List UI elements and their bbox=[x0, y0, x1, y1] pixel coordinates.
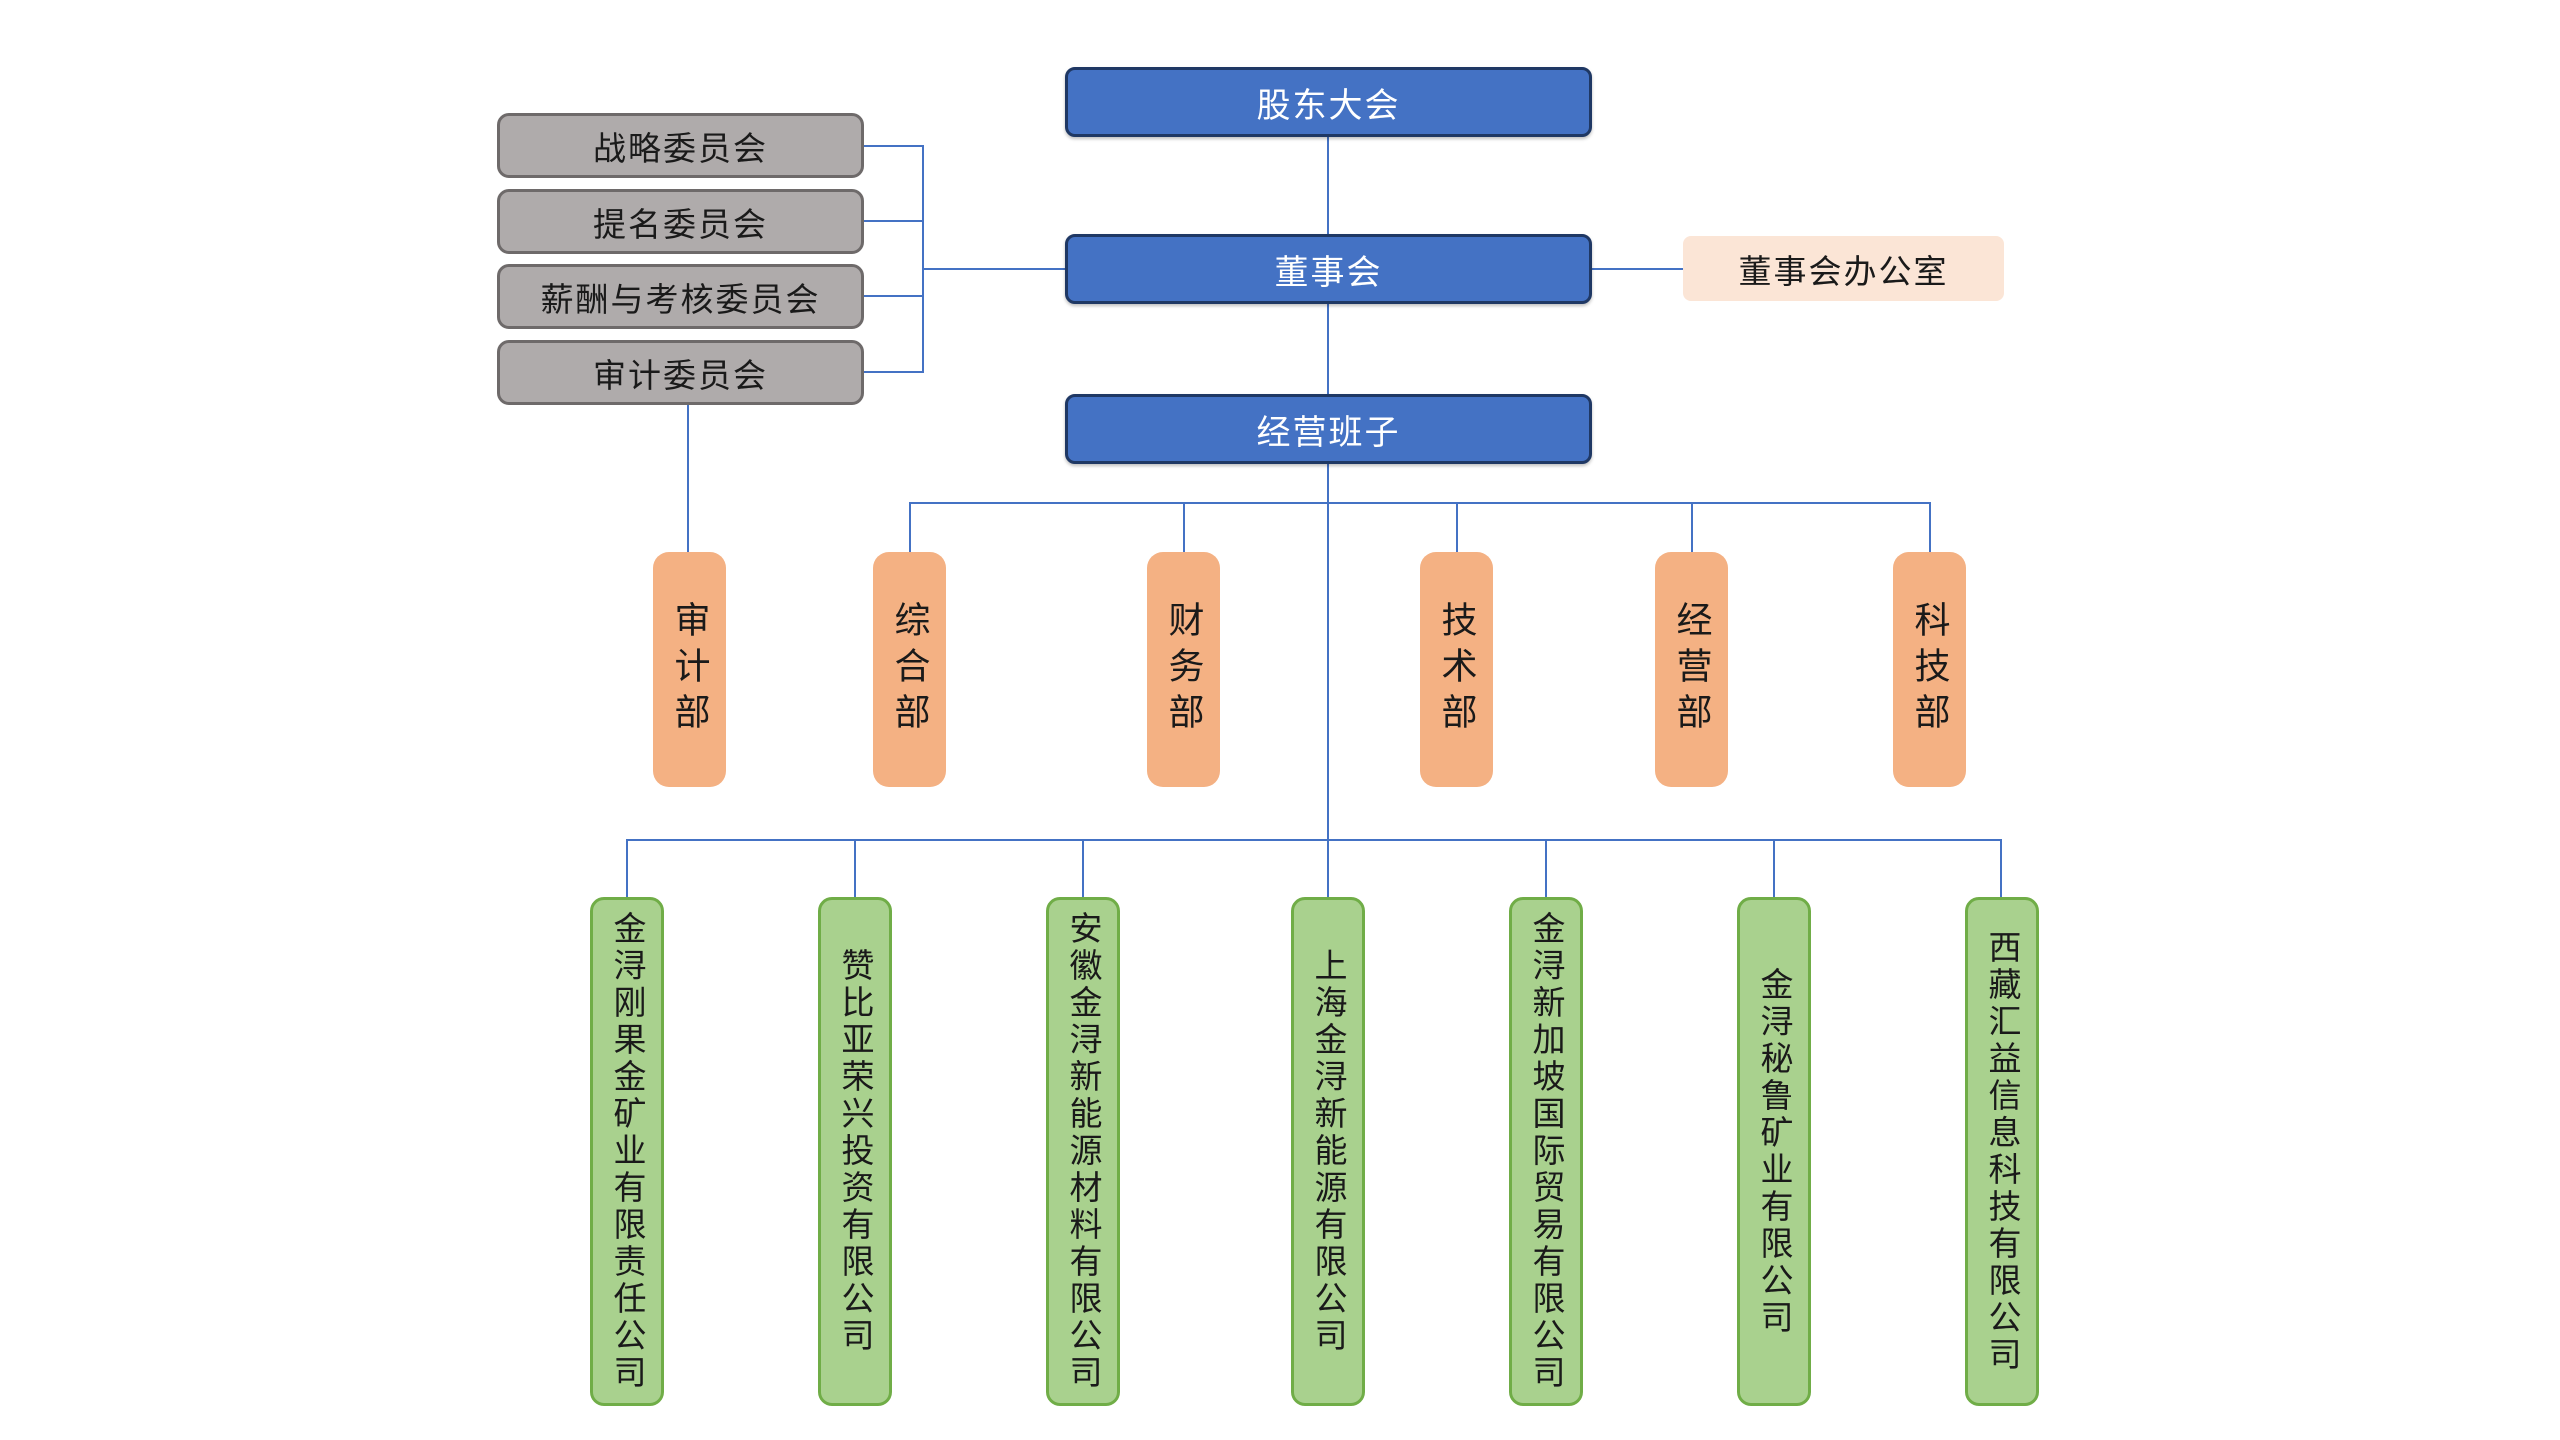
node-dept-operation: 经营部 bbox=[1655, 552, 1728, 787]
node-dept-technology: 技术部 bbox=[1420, 552, 1493, 787]
connector-committee-stub bbox=[864, 220, 924, 222]
node-label: 财务部 bbox=[1163, 600, 1205, 739]
connector-sub-bus bbox=[626, 839, 2002, 841]
node-dept-audit: 审计部 bbox=[653, 552, 726, 787]
node-label: 科技部 bbox=[1909, 600, 1951, 739]
connector-sub-drop bbox=[1082, 839, 1084, 897]
node-label: 西藏汇益信息科技有限公司 bbox=[1984, 929, 2021, 1374]
node-sub-peru-mining: 金浔秘鲁矿业有限公司 bbox=[1737, 897, 1811, 1406]
connector-sub-drop bbox=[2000, 839, 2002, 897]
node-label: 金浔刚果金矿业有限责任公司 bbox=[609, 911, 646, 1392]
connector-board-management bbox=[1327, 304, 1329, 394]
node-label: 金浔秘鲁矿业有限公司 bbox=[1756, 966, 1793, 1337]
connector-committees-board bbox=[922, 268, 1065, 270]
connector-dept-drop bbox=[1456, 502, 1458, 552]
node-label: 董事会办公室 bbox=[1738, 252, 1949, 290]
node-sub-shanghai-new-energy: 上海金浔新能源有限公司 bbox=[1291, 897, 1365, 1406]
node-sub-singapore-trade: 金浔新加坡国际贸易有限公司 bbox=[1509, 897, 1583, 1406]
connector-committee-stub bbox=[864, 371, 924, 373]
connector-dept-drop bbox=[909, 502, 911, 552]
connector-dept-drop bbox=[1183, 502, 1185, 552]
connector-board-office bbox=[1592, 268, 1683, 270]
node-board-of-directors: 董事会 bbox=[1065, 234, 1592, 304]
connector-sub-drop bbox=[626, 839, 628, 897]
node-label: 金浔新加坡国际贸易有限公司 bbox=[1528, 911, 1565, 1392]
node-label: 安徽金浔新能源材料有限公司 bbox=[1065, 911, 1102, 1392]
node-sub-tibet-huiyi-info-tech: 西藏汇益信息科技有限公司 bbox=[1965, 897, 2039, 1406]
connector-sub-drop bbox=[854, 839, 856, 897]
node-shareholders-meeting: 股东大会 bbox=[1065, 67, 1592, 137]
node-label: 审计委员会 bbox=[593, 356, 768, 394]
node-label: 经营班子 bbox=[1256, 413, 1401, 452]
connector-audit bbox=[687, 405, 689, 552]
node-dept-general: 综合部 bbox=[873, 552, 946, 787]
node-label: 赞比亚荣兴投资有限公司 bbox=[837, 948, 874, 1355]
node-committee-remuneration: 薪酬与考核委员会 bbox=[497, 264, 864, 329]
connector-shareholders-board bbox=[1327, 137, 1329, 234]
node-board-office: 董事会办公室 bbox=[1683, 236, 2004, 301]
connector-management-trunk bbox=[1327, 464, 1329, 840]
node-label: 审计部 bbox=[669, 600, 711, 739]
node-sub-congo-gold-mining: 金浔刚果金矿业有限责任公司 bbox=[590, 897, 664, 1406]
node-label: 经营部 bbox=[1671, 600, 1713, 739]
node-label: 提名委员会 bbox=[593, 205, 768, 243]
connector-sub-drop bbox=[1545, 839, 1547, 897]
connector-dept-drop bbox=[1691, 502, 1693, 552]
node-sub-anhui-new-energy-materials: 安徽金浔新能源材料有限公司 bbox=[1046, 897, 1120, 1406]
node-committee-nomination: 提名委员会 bbox=[497, 189, 864, 254]
node-label: 薪酬与考核委员会 bbox=[540, 280, 821, 318]
node-label: 战略委员会 bbox=[593, 129, 768, 167]
node-label: 综合部 bbox=[889, 600, 931, 739]
node-dept-finance: 财务部 bbox=[1147, 552, 1220, 787]
connector-dept-drop bbox=[1929, 502, 1931, 552]
node-label: 技术部 bbox=[1436, 600, 1478, 739]
connector-committee-stub bbox=[864, 295, 924, 297]
node-committee-strategy: 战略委员会 bbox=[497, 113, 864, 178]
node-management-team: 经营班子 bbox=[1065, 394, 1592, 464]
connector-committee-spine bbox=[922, 145, 924, 373]
node-sub-zambia-rongxing: 赞比亚荣兴投资有限公司 bbox=[818, 897, 892, 1406]
node-committee-audit: 审计委员会 bbox=[497, 340, 864, 405]
connector-sub-drop bbox=[1773, 839, 1775, 897]
connector-sub-drop bbox=[1327, 839, 1329, 897]
node-dept-scitech: 科技部 bbox=[1893, 552, 1966, 787]
node-label: 董事会 bbox=[1274, 253, 1383, 292]
node-label: 股东大会 bbox=[1256, 86, 1401, 125]
node-label: 上海金浔新能源有限公司 bbox=[1310, 948, 1347, 1355]
connector-dept-bus bbox=[909, 502, 1930, 504]
connector-committee-stub bbox=[864, 145, 924, 147]
